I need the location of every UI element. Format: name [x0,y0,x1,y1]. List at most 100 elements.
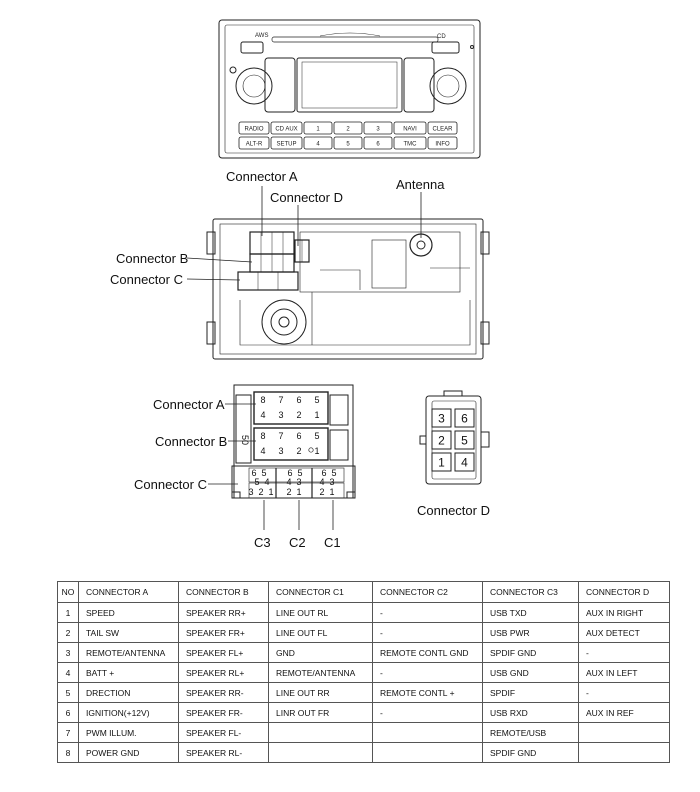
pin-cell [454,430,475,450]
pin-number: 3 [296,477,301,487]
table-cell: SPEAKER RL+ [178,662,269,683]
table-header-row: NO CONNECTOR A CONNECTOR B CONNECTOR C1 … [57,581,670,603]
table-cell: POWER GND [78,742,179,763]
pin-number: 3 [248,487,253,497]
head-unit-button [270,121,303,135]
rear-leader-lines [186,186,422,281]
table-cell: - [372,702,483,723]
label-connector-d-detail: Connector D [417,503,490,518]
unit-rear-view [206,218,490,360]
header-connector-d: CONNECTOR D [578,581,670,603]
head-unit-button-label: CD AUX [275,127,297,133]
table-cell: 1 [57,602,79,623]
pin-number: 5 [331,468,336,478]
head-unit-button [270,136,303,150]
table-cell: AUX IN REF [578,702,670,723]
label-connector-c: Connector C [110,272,183,287]
head-unit-button [303,136,333,150]
table-cell: REMOTE/USB [482,722,579,743]
pin-number: 2 [296,410,301,420]
pin-number: 6 [251,468,256,478]
head-unit-button [238,136,270,150]
table-cell: LINE OUT RL [268,602,373,623]
pin-number: 6 [461,412,468,426]
table-cell: REMOTE CONTL + [372,682,483,703]
pin-number: 6 [296,395,301,405]
table-cell: GND [268,642,373,663]
label-connector-b: Connector B [116,251,189,266]
head-unit-button [333,121,363,135]
table-cell: 2 [57,622,79,643]
cd-logo-text: CD [437,34,446,40]
header-connector-c3: CONNECTOR C3 [482,581,579,603]
pin-number: 5 [314,395,319,405]
table-cell: AUX IN LEFT [578,662,670,683]
pin-number: 2 [319,487,324,497]
head-unit-button [333,136,363,150]
table-cell: LINR OUT FR [268,702,373,723]
pin-number: 2 [438,434,445,448]
table-cell: LINE OUT RR [268,682,373,703]
table-cell: 3 [57,642,79,663]
header-no: NO [57,581,79,603]
table-cell: USB RXD [482,702,579,723]
pin-cell [431,452,452,472]
pin-number: 1 [329,487,334,497]
head-unit-button [427,136,458,150]
table-cell: AUX DETECT [578,622,670,643]
label-connector-a: Connector A [226,169,298,184]
label-connector-b-detail: Connector B [155,434,228,449]
pin-number: 1 [438,456,445,470]
table-cell: SPEED [78,602,179,623]
label-antenna: Antenna [396,177,445,192]
table-cell [268,722,373,743]
table-cell: BATT + [78,662,179,683]
head-unit-button-label: TMC [404,142,418,148]
pin-number: 1 [314,446,319,456]
pin-number: 4 [286,477,291,487]
brand-text: AWS [255,33,268,39]
table-cell: SPEAKER FR- [178,702,269,723]
table-cell: SPEAKER FR+ [178,622,269,643]
pin-number: 5 [461,434,468,448]
pin-number: 8 [260,431,265,441]
label-c1: C1 [324,535,341,550]
head-unit-brand: AWS CD [255,33,446,40]
pin-cell [431,408,452,428]
pin-number: 1 [314,410,319,420]
connector-abc-detail [231,384,356,499]
table-cell: - [372,622,483,643]
head-unit-button-label: 2 [346,127,350,133]
table-cell [578,722,670,743]
head-unit-button [393,136,427,150]
pin-number: 7 [278,431,283,441]
header-connector-c2: CONNECTOR C2 [372,581,483,603]
table-cell: SPEAKER FL- [178,722,269,743]
table-cell: SPDIF [482,682,579,703]
table-cell: REMOTE/ANTENNA [78,642,179,663]
table-cell: SPEAKER RR+ [178,602,269,623]
table-cell: 7 [57,722,79,743]
table-cell: - [372,662,483,683]
table-cell: 5 [57,682,79,703]
table-cell: DRECTION [78,682,179,703]
pin-number: 5 [254,477,259,487]
pin-number: 8 [260,395,265,405]
table-cell: - [578,682,670,703]
pin-number: 4 [461,456,468,470]
table-cell: 6 [57,702,79,723]
table-cell: USB PWR [482,622,579,643]
head-unit-button-label: 5 [346,142,350,148]
pin-number: 2 [258,487,263,497]
pin-number: 3 [278,446,283,456]
table-cell: SPEAKER FL+ [178,642,269,663]
table-cell: USB GND [482,662,579,683]
head-unit-button-label: ALT-R [246,142,263,148]
pin-cell [454,408,475,428]
pin-number: 4 [260,410,265,420]
